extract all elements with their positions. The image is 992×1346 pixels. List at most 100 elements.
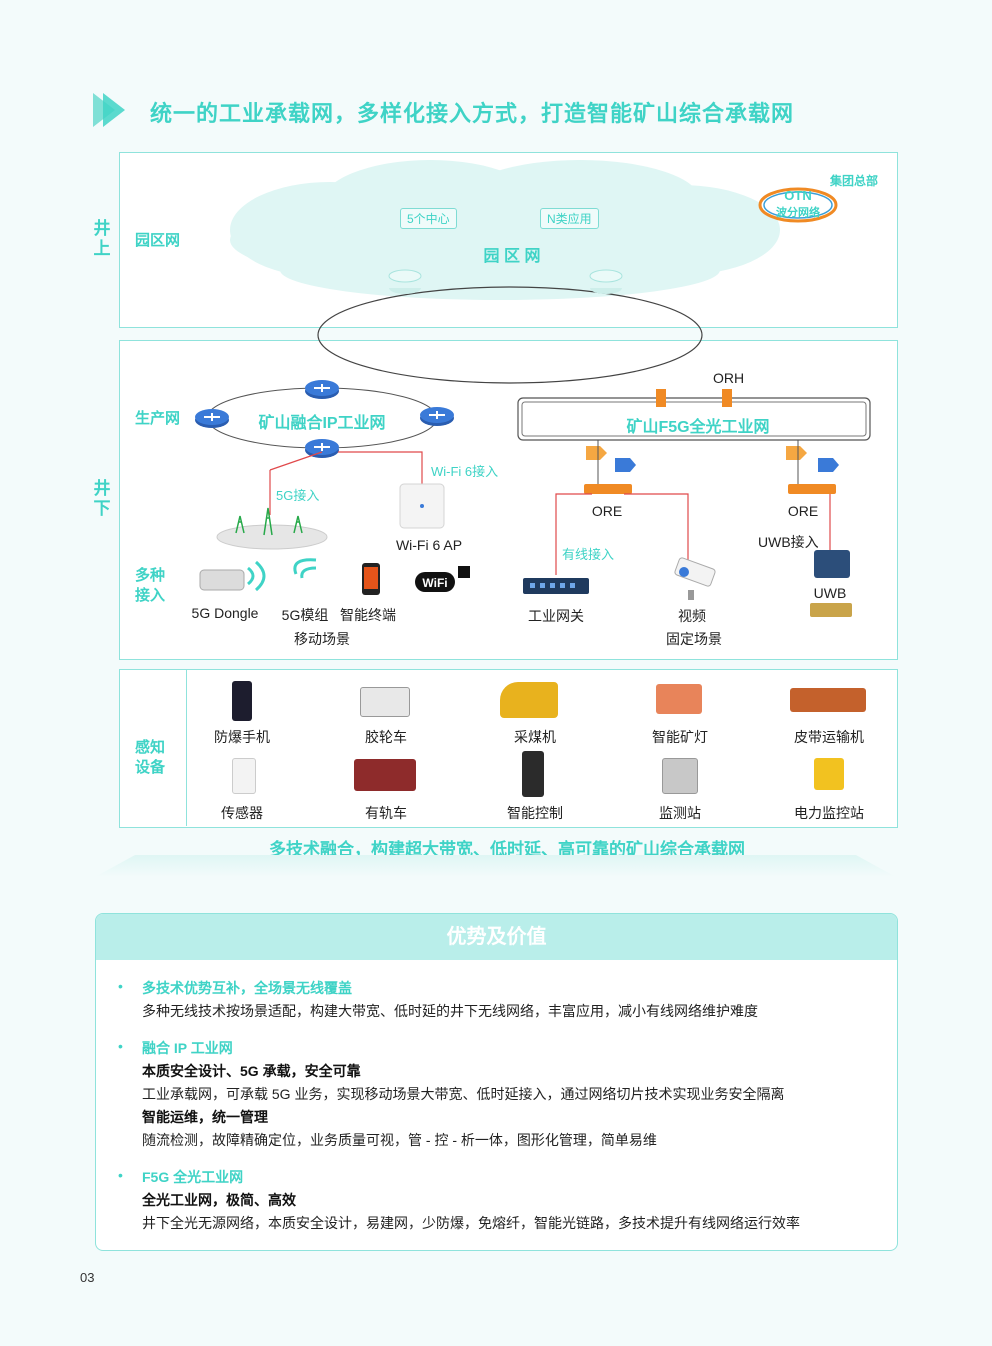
sensing-item: 智能控制 <box>507 805 563 821</box>
header-play-icon <box>93 93 133 127</box>
gateway-label: 工业网关 <box>528 608 584 624</box>
sensor-icon <box>232 758 256 794</box>
access-wired-label: 有线接入 <box>562 547 615 562</box>
tagline-base-plate <box>95 855 896 877</box>
wifi-badge-icon <box>415 572 455 592</box>
advantage-text: 多种无线技术按场景适配，构建大带宽、低时延的井下无线网络，丰富应用，减小有线网络… <box>142 1003 758 1019</box>
footer-tagline: 多技术融合，构建超大带宽、低时延、高可靠的矿山综合承载网 <box>269 840 745 859</box>
ip-network-label: 矿山融合IP工业网 <box>258 415 386 432</box>
router-icon <box>195 409 229 428</box>
production-network-label: 生产网 <box>135 410 181 427</box>
uwb-tag-device <box>810 603 852 617</box>
ore-right-label: ORE <box>787 503 819 519</box>
fixed-scene-label: 固定场景 <box>666 631 722 647</box>
uwb-label: UWB <box>813 585 847 601</box>
module-label: 5G模组 <box>281 607 329 623</box>
smart-mine-lamp-icon <box>656 684 702 714</box>
camera-box-icon <box>818 458 839 472</box>
network-diagram: WiFi <box>195 160 871 617</box>
bullet-icon: • <box>118 978 123 994</box>
campus-cloud <box>230 160 780 300</box>
sensing-item: 监测站 <box>659 805 701 821</box>
page-number: 03 <box>80 1270 95 1285</box>
sensing-section-label: 感知设备 <box>135 739 166 776</box>
ore-device <box>788 484 836 494</box>
tag-centers: 5个中心 <box>400 208 457 229</box>
tag-applications: N类应用 <box>540 208 599 229</box>
sensing-item: 传感器 <box>221 805 263 821</box>
orh-device <box>722 389 732 407</box>
orh-label: ORH <box>713 370 745 386</box>
sensing-item: 皮带运输机 <box>794 729 864 745</box>
advantages-title: 优势及价值 <box>96 914 897 960</box>
page-title: 统一的工业承载网，多样化接入方式，打造智能矿山综合承载网 <box>150 101 795 126</box>
bullet-icon: • <box>118 1038 123 1054</box>
antenna-tower-icon <box>235 507 303 536</box>
smart-control-cabinet-icon <box>522 751 544 797</box>
advantage-title: F5G 全光工业网 <box>142 1169 244 1185</box>
splitter-icon <box>786 446 807 460</box>
splitter-icon <box>586 446 607 460</box>
sensing-item: 智能矿灯 <box>652 729 708 745</box>
router-icon <box>305 380 339 399</box>
camera-icon <box>674 557 716 600</box>
video-label: 视频 <box>678 608 706 624</box>
router-icon <box>305 439 339 458</box>
advantage-text: 随流检测，故障精确定位，业务质量可视，管 - 控 - 析一体，图形化管理，简单易… <box>142 1132 657 1148</box>
otn-label: OTN <box>784 188 812 203</box>
sensing-item: 胶轮车 <box>365 729 407 745</box>
rubber-tire-vehicle-icon <box>360 687 410 717</box>
advantage-title: 融合 IP 工业网 <box>142 1040 233 1056</box>
terminal-label: 智能终端 <box>340 607 396 623</box>
otn-ring-icon <box>758 187 838 223</box>
orh-device <box>656 389 666 407</box>
advantage-subtitle: 本质安全设计、5G 承载，安全可靠 <box>142 1063 361 1079</box>
f5g-network-label: 矿山F5G全光工业网 <box>626 419 770 436</box>
sensing-item: 防爆手机 <box>214 729 270 745</box>
above-ground-label: 井上 <box>93 219 111 258</box>
hq-label: 集团总部 <box>830 174 879 188</box>
f5g-network-box <box>517 397 871 441</box>
wifi6-ap-label: Wi-Fi 6 AP <box>395 537 463 553</box>
otn-sub-label: 波分网络 <box>776 207 820 219</box>
camera-box-icon <box>615 458 636 472</box>
signal-waves-icon <box>293 558 317 579</box>
power-monitoring-station-icon <box>814 758 844 790</box>
rail-vehicle-icon <box>354 759 416 791</box>
uwb-anchor-device <box>814 550 850 578</box>
signal-waves-icon <box>247 560 266 592</box>
5g-dongle-device <box>199 569 245 591</box>
dongle-label: 5G Dongle <box>191 605 259 621</box>
underground-panel <box>119 340 898 660</box>
ore-left-label: ORE <box>591 503 623 519</box>
campus-router-icon <box>589 269 623 294</box>
advantage-text: 工业承载网，可承载 5G 业务，实现移动场景大带宽、低时延接入，通过网络切片技术… <box>142 1086 785 1102</box>
explosion-proof-phone-icon <box>232 681 252 721</box>
monitoring-station-icon <box>662 758 698 794</box>
access-5g-label: 5G接入 <box>276 488 320 503</box>
base-station-platform <box>216 524 328 550</box>
advantage-subtitle: 全光工业网，极简、高效 <box>142 1192 296 1208</box>
ore-device <box>584 484 632 494</box>
advantages-panel: 优势及价值 • 多技术优势互补，全场景无线覆盖 多种无线技术按场景适配，构建大带… <box>95 913 898 1251</box>
coal-shearer-icon <box>500 682 558 718</box>
advantage-text: 井下全光无源网络，本质安全设计，易建网，少防爆，免熔纤，智能光链路，多技术提升有… <box>142 1215 800 1231</box>
campus-section-label: 园区网 <box>135 232 181 249</box>
router-icon <box>420 407 454 426</box>
access-wifi6-label: Wi-Fi 6接入 <box>431 464 499 479</box>
multi-access-label: 多种接入 <box>135 567 166 604</box>
core-ring <box>317 286 703 384</box>
access-uwb-label: UWB接入 <box>758 534 819 550</box>
sensing-item: 采煤机 <box>514 729 556 745</box>
advantage-subtitle: 智能运维，统一管理 <box>142 1109 268 1125</box>
industrial-gateway-device <box>523 578 589 594</box>
mobile-scene-label: 移动场景 <box>294 631 350 647</box>
belt-conveyor-icon <box>790 688 866 712</box>
underground-label: 井下 <box>93 479 111 518</box>
campus-router-icon <box>388 269 422 294</box>
cloud-label: 园 区 网 <box>483 248 541 265</box>
sensing-item: 电力监控站 <box>794 805 864 821</box>
svg-text:WiFi: WiFi <box>422 576 447 590</box>
bullet-icon: • <box>118 1167 123 1183</box>
sensing-item: 有轨车 <box>365 805 407 821</box>
